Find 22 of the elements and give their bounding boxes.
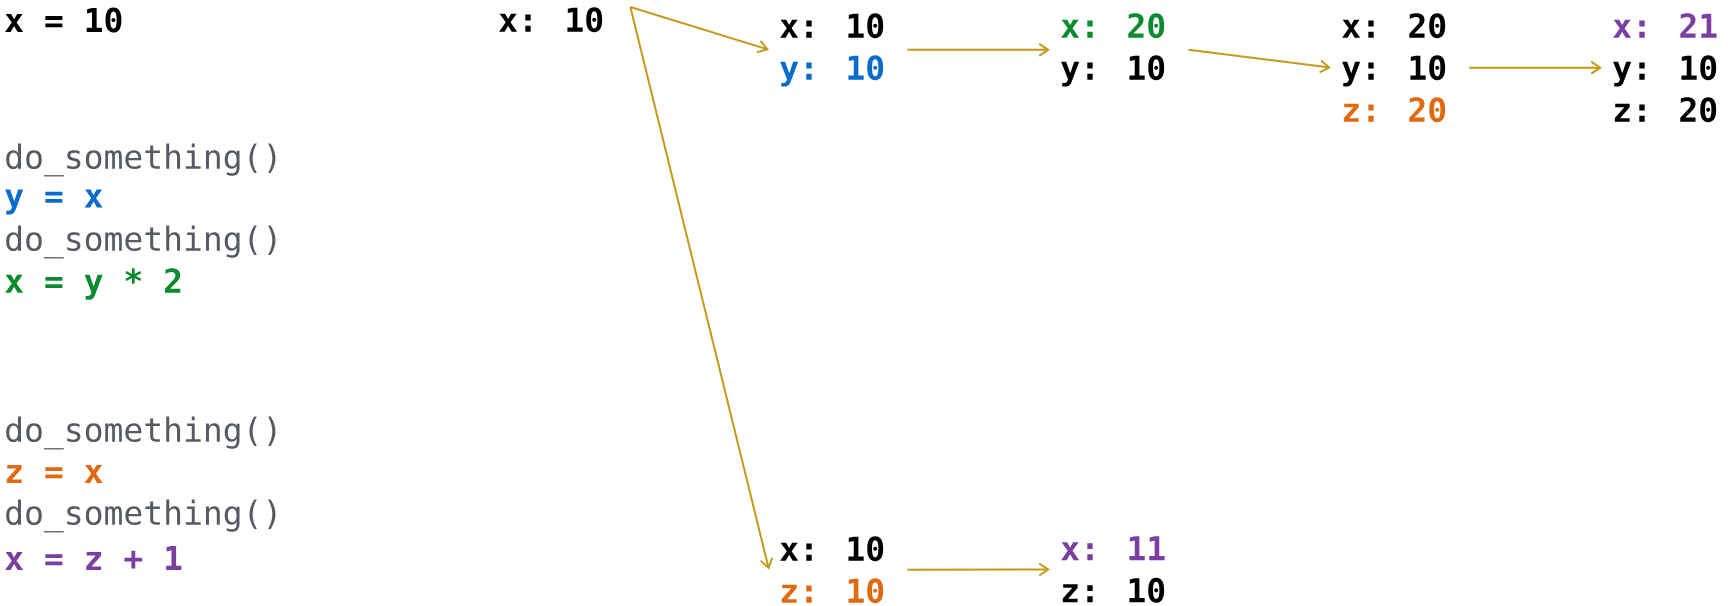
state-text: x: 20 y: 10 z: 20 [1342,13,1446,123]
arrow [629,6,774,570]
arrow [906,42,1050,57]
state-text: x: 10 y: 10 [780,13,884,87]
arrow [629,6,769,54]
state-text: x: 20 y: 10 [1061,13,1165,87]
code-line: do_something() [6,143,276,177]
code-line: do_something() [6,499,276,533]
arrow [1468,60,1602,75]
code-line: y = x [5,189,103,215]
code-line: do_something() [6,416,276,450]
code-line: z = x [6,465,103,484]
code-line: x = 10 [5,7,122,33]
code-line: x = z + 1 [5,546,182,571]
arrow [1187,48,1331,74]
code-line: x = y * 2 [5,268,181,300]
state-text: x: 21 y: 10 z: 20 [1613,13,1717,123]
state-text: x: 10 [499,7,603,33]
arrow [906,562,1050,577]
state-text: x: 10 z: 10 [780,536,884,604]
code-line: do_something() [6,225,276,259]
state-text: x: 11 z: 10 [1061,536,1165,603]
